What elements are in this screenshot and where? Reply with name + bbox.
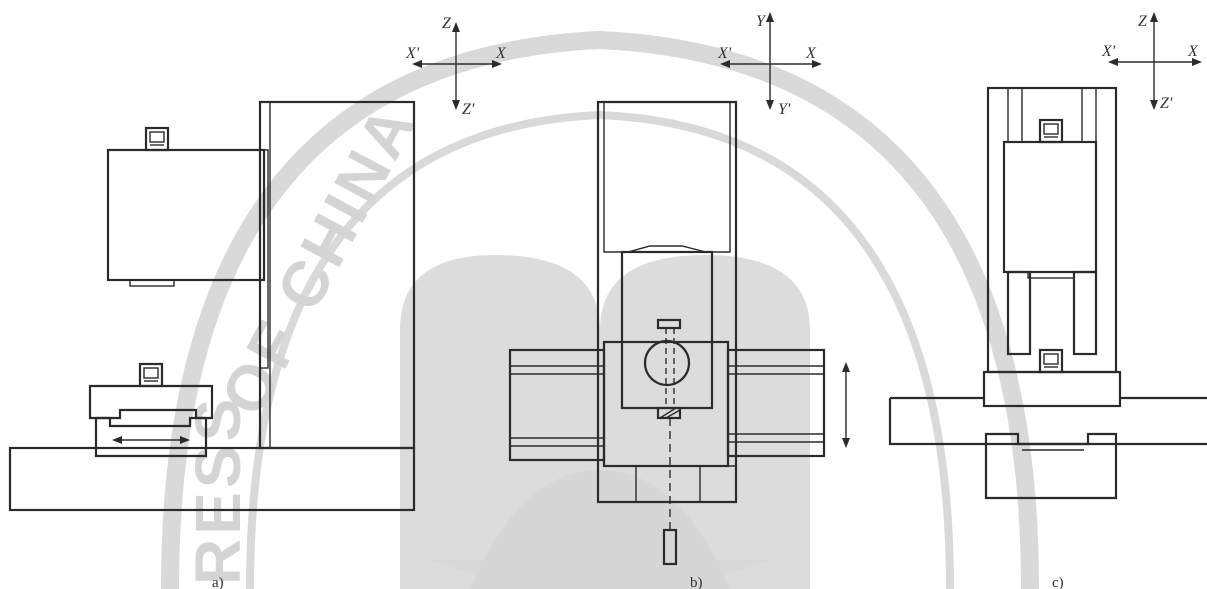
tool	[662, 528, 678, 566]
watermark-text-2: RESS	[182, 395, 254, 585]
guide-right	[1072, 270, 1098, 356]
cross-rail-right	[726, 348, 826, 458]
axis-label-pos-v: Z	[442, 15, 452, 32]
axis-label-pos-v: Y	[756, 13, 767, 30]
axis-label-pos-v: Z	[1138, 13, 1148, 30]
headstock-indicator-c	[1038, 118, 1064, 144]
panel-b: Y X' X Y' b)	[508, 12, 850, 589]
machine-base	[8, 446, 416, 512]
axis-label-neg-h: X'	[405, 45, 420, 62]
headstock-front	[1002, 140, 1098, 274]
headstock-indicator	[144, 126, 170, 152]
watermark: OF CHINA RESS	[161, 30, 1039, 589]
axis-label-neg-v: Z'	[1160, 95, 1173, 112]
slide-block	[982, 370, 1122, 408]
axis-label-neg-h: X'	[717, 45, 732, 62]
table-motion-arrow	[112, 436, 190, 444]
headstock	[106, 148, 266, 282]
caption-a: a)	[212, 575, 224, 589]
column-top	[596, 100, 738, 504]
y-motion-arrow	[842, 362, 850, 448]
axis-label-neg-h: X'	[1101, 43, 1116, 60]
axis-cross-c: Z X' X Z'	[1101, 12, 1202, 112]
base-bar-c	[888, 396, 1207, 446]
axis-label-pos-h: X	[1187, 43, 1199, 60]
axis-label-pos-h: X	[495, 45, 507, 62]
axis-label-neg-v: Z'	[462, 101, 475, 118]
axis-label-neg-v: Y'	[778, 101, 791, 118]
cross-rail-left	[508, 348, 606, 462]
axis-cross-b: Y X' X Y'	[717, 12, 822, 118]
axis-label-pos-h: X	[805, 45, 817, 62]
caption-c: c)	[1052, 575, 1064, 589]
caption-b: b)	[690, 575, 703, 589]
axis-cross-a: Z X' X Z'	[405, 15, 507, 118]
panel-c: Z X' X Z' c)	[888, 12, 1207, 589]
guide-left	[1006, 270, 1032, 356]
worktable-c	[984, 432, 1118, 500]
panel-a: Z X' X Z' a)	[8, 15, 507, 589]
table-indicator	[138, 362, 164, 388]
